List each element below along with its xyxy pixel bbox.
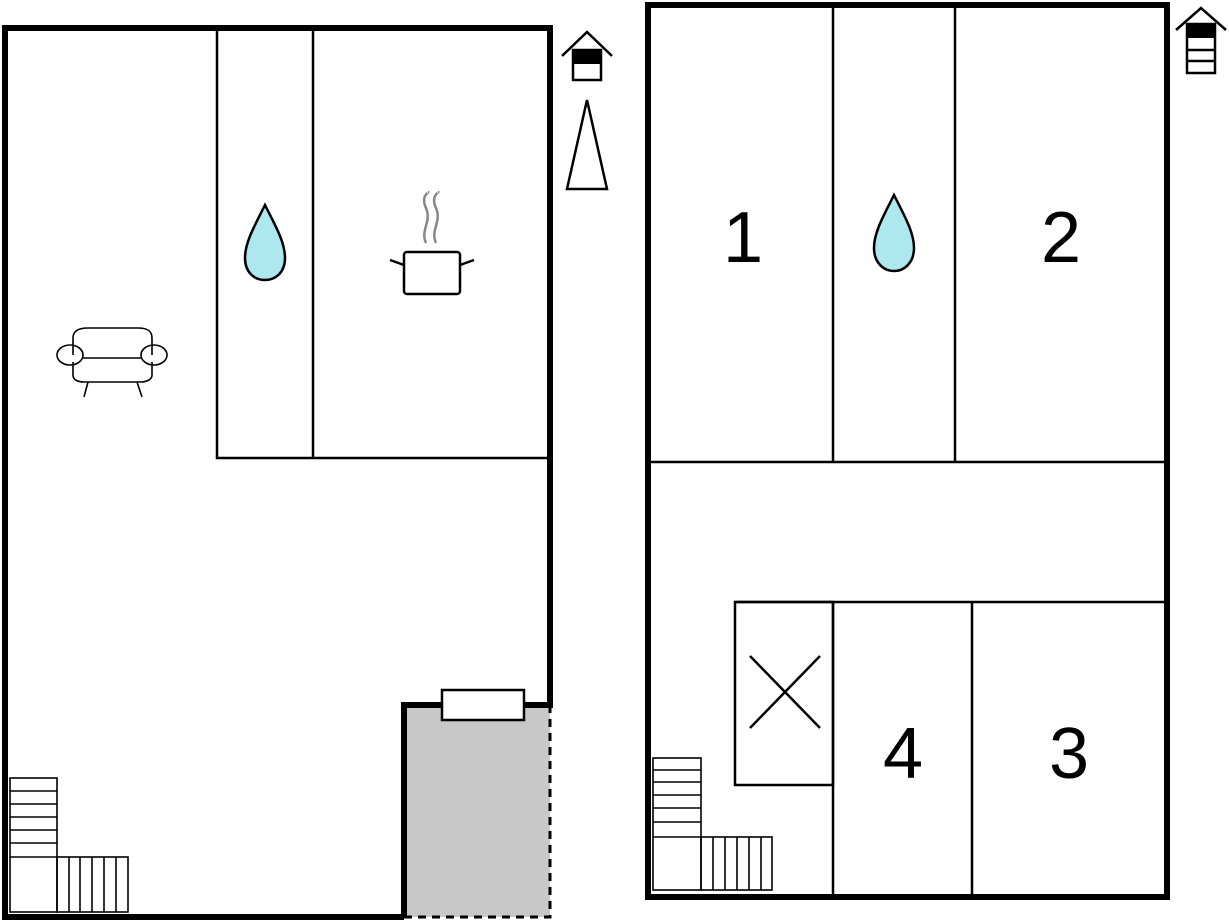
stairs-icon-upper — [652, 757, 773, 891]
house-level-icon — [561, 30, 613, 82]
ground-bath-wall — [215, 28, 550, 460]
terrace-dashed-edge — [404, 705, 552, 919]
room-label-3: 3 — [1049, 714, 1089, 794]
cooking-pot-icon — [389, 190, 475, 296]
sofa-icon — [56, 327, 168, 398]
upper-floor-plan: 1 2 3 4 — [645, 2, 1227, 900]
water-drop-icon-upper — [872, 192, 916, 273]
void-cross-icon — [733, 600, 835, 787]
room-label-2: 2 — [1041, 198, 1081, 278]
north-arrow-icon — [565, 99, 609, 191]
stairs-icon — [9, 777, 129, 913]
ground-floor-plan — [2, 25, 613, 920]
terrace-area — [404, 705, 550, 917]
water-drop-icon — [243, 202, 287, 282]
room-label-4: 4 — [883, 714, 923, 794]
window-sill — [440, 688, 526, 722]
house-level-icon-upper — [1175, 6, 1227, 75]
ground-outer-wall — [2, 25, 553, 920]
upper-outer-wall — [645, 2, 1170, 900]
room-label-1: 1 — [723, 198, 763, 278]
